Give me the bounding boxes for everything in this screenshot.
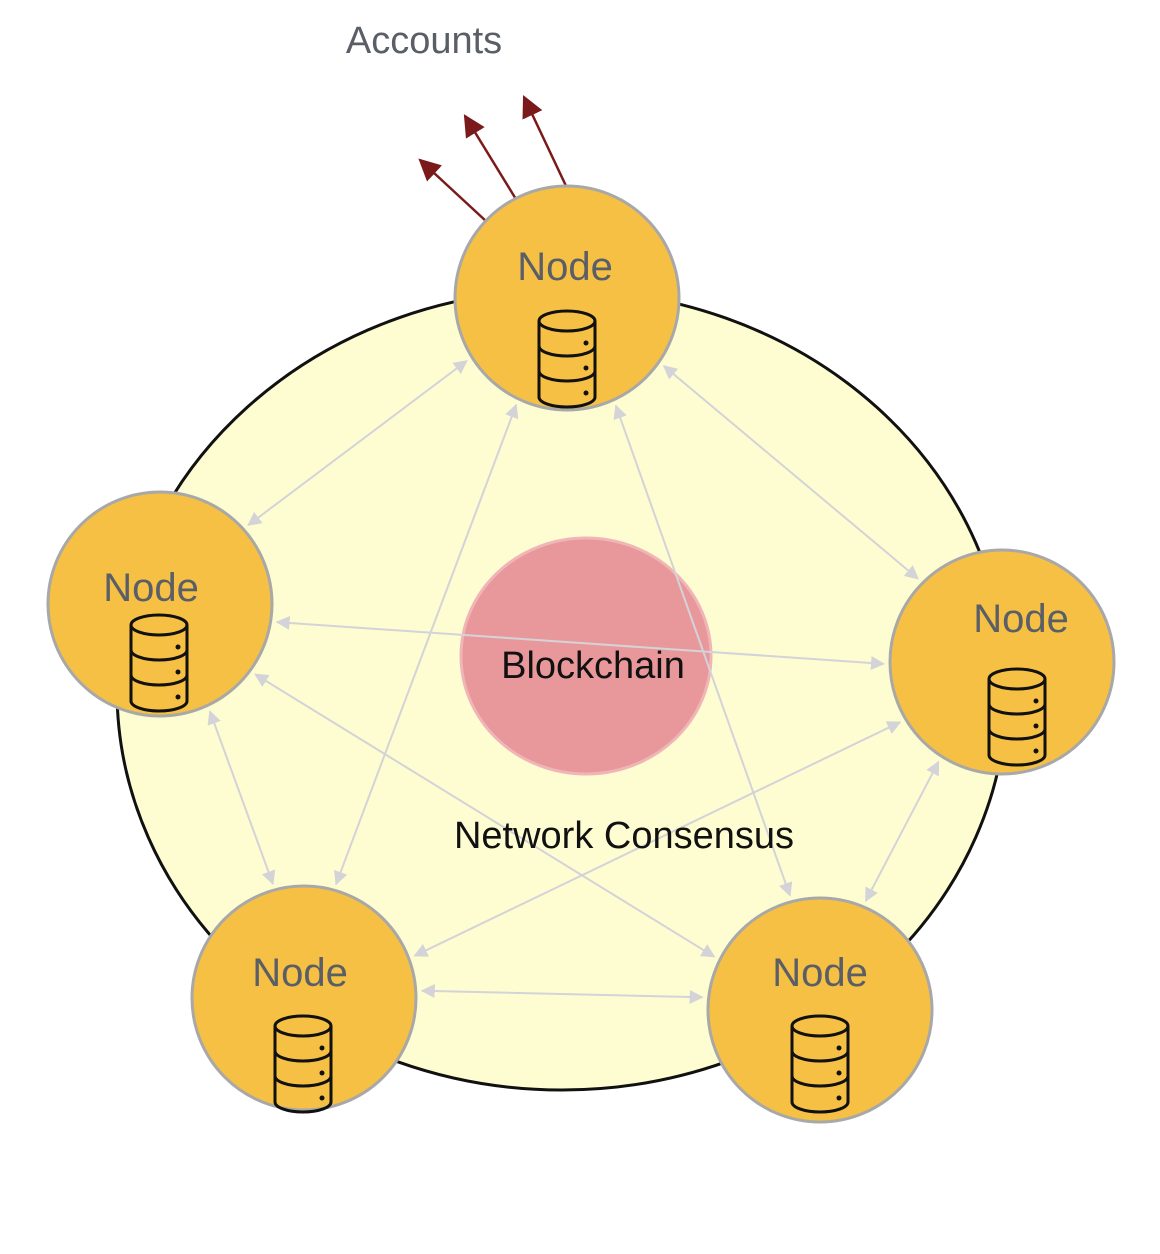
accounts-label: Accounts bbox=[346, 20, 502, 62]
node-left: Node bbox=[46, 490, 274, 718]
database-icon bbox=[537, 309, 597, 409]
database-icon bbox=[790, 1014, 850, 1114]
node-label: Node bbox=[252, 951, 348, 995]
node-bottom-right: Node bbox=[706, 896, 934, 1124]
peer-link bbox=[864, 760, 940, 903]
peer-links bbox=[207, 360, 940, 1004]
node-circle bbox=[46, 490, 274, 718]
node-label: Node bbox=[973, 597, 1069, 641]
node-circle bbox=[888, 548, 1116, 776]
account-arrow bbox=[522, 95, 569, 189]
node-bottom-left: Node bbox=[190, 884, 418, 1114]
account-arrow bbox=[463, 114, 524, 210]
peer-link bbox=[275, 615, 885, 670]
database-icon bbox=[273, 1014, 333, 1114]
node-label: Node bbox=[772, 951, 868, 995]
node-right: Node bbox=[888, 548, 1116, 776]
node-top: Node bbox=[453, 184, 681, 412]
account-arrow bbox=[418, 158, 488, 223]
node-circle bbox=[706, 896, 934, 1124]
database-icon bbox=[129, 613, 189, 713]
peer-link bbox=[420, 984, 704, 1004]
node-label: Node bbox=[517, 245, 613, 289]
node-circle bbox=[190, 884, 418, 1112]
node-label: Node bbox=[103, 566, 199, 610]
peer-link bbox=[413, 721, 902, 957]
node-circle bbox=[453, 184, 681, 412]
database-icon bbox=[987, 667, 1047, 767]
network-consensus-label: Network Consensus bbox=[454, 815, 794, 857]
blockchain-label: Blockchain bbox=[501, 645, 685, 687]
account-arrows bbox=[418, 95, 569, 223]
